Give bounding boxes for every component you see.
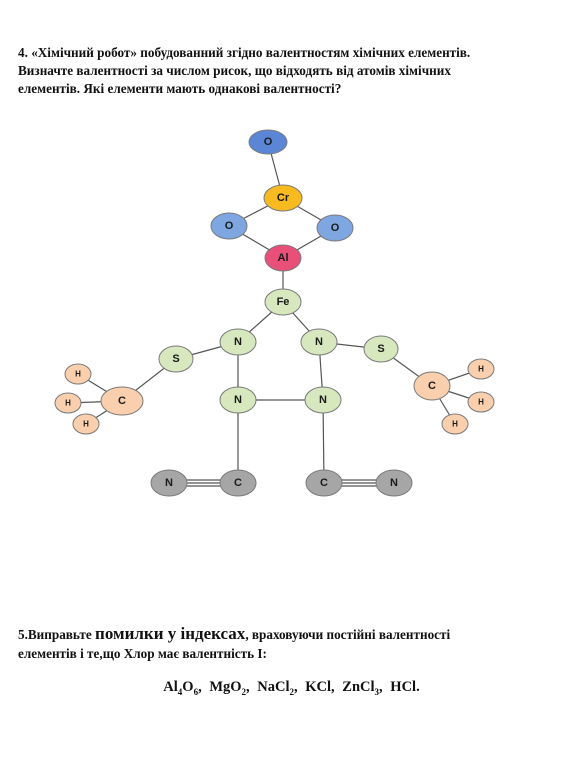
- atom-label: N: [234, 336, 242, 348]
- atom-shape: [264, 288, 302, 316]
- atom-h_r3: H: [441, 413, 469, 435]
- atom-s_left: S: [158, 345, 194, 373]
- atom-h_l2: H: [54, 392, 82, 414]
- atom-label: C: [428, 380, 436, 392]
- atom-c_left: C: [100, 386, 144, 416]
- formula-list: Al4O6, MgO2, NaCl2, KCl, ZnCl3, HCl.: [0, 679, 583, 697]
- atom-label: N: [319, 394, 327, 406]
- bond-n4-c6: [322, 399, 325, 484]
- formula-5: ZnCl3,: [342, 679, 383, 697]
- atom-label: N: [390, 477, 398, 489]
- atom-shape: [64, 363, 92, 385]
- atom-shape: [264, 244, 302, 272]
- atom-shape: [210, 212, 248, 240]
- formula-4: KCl,: [305, 679, 335, 695]
- task-5-line-1: 5.Виправьте помилки у індексах, враховую…: [18, 624, 578, 644]
- atom-cr: Cr: [263, 184, 303, 212]
- atom-shape: [219, 328, 257, 356]
- atom-shape: [100, 386, 144, 416]
- atom-shape: [54, 392, 82, 414]
- formula-index: 2: [289, 686, 295, 697]
- task-5-emphasis: помилки у індексах: [95, 624, 246, 643]
- atom-c6: C: [305, 469, 343, 497]
- task-4-line-1: 4. «Хімічний робот» побудованний згідно …: [18, 45, 471, 60]
- atom-label: H: [65, 399, 71, 408]
- atom-label: N: [234, 394, 242, 406]
- atom-shape: [304, 386, 342, 414]
- atom-al: Al: [264, 244, 302, 272]
- formula-3: NaCl2,: [257, 679, 298, 697]
- formula-2: MgO2,: [209, 679, 250, 697]
- atom-label: Fe: [277, 296, 290, 308]
- task-4-line-3: елементів. Які елементи мають однакові в…: [18, 81, 342, 96]
- task-5-suffix: , враховуючи постійні валентності: [245, 627, 451, 642]
- atom-n5: N: [150, 469, 188, 497]
- atom-fe: Fe: [264, 288, 302, 316]
- atom-label: H: [83, 420, 89, 429]
- atom-label: O: [264, 136, 273, 148]
- formula-6: HCl.: [390, 679, 420, 695]
- atom-label: H: [478, 365, 484, 374]
- atom-label: H: [452, 420, 458, 429]
- atom-shape: [219, 469, 257, 497]
- atom-shape: [375, 469, 413, 497]
- atom-o_right: O: [316, 214, 354, 242]
- task-4: 4. «Хімічний робот» побудованний згідно …: [18, 44, 578, 98]
- atom-c_right: C: [413, 371, 451, 401]
- atom-o_left: O: [210, 212, 248, 240]
- atom-shape: [413, 371, 451, 401]
- formula-index: 6: [193, 686, 199, 697]
- atom-shape: [72, 413, 100, 435]
- atom-label: O: [225, 220, 234, 232]
- atom-label: C: [118, 395, 126, 407]
- atom-label: C: [320, 477, 328, 489]
- atom-h_r1: H: [467, 358, 495, 380]
- atom-shape: [467, 358, 495, 380]
- formula-index: 2: [241, 686, 247, 697]
- atom-n2: N: [300, 328, 338, 356]
- atom-label: S: [377, 343, 384, 355]
- task-4-line-2: Визначте валентності за числом рисок, що…: [18, 63, 451, 78]
- atom-label: Cr: [277, 192, 290, 204]
- atom-shape: [219, 386, 257, 414]
- atom-shape: [300, 328, 338, 356]
- formula-1: Al4O6,: [163, 679, 202, 697]
- atom-label: C: [234, 477, 242, 489]
- atom-h_l3: H: [72, 413, 100, 435]
- atom-n6: N: [375, 469, 413, 497]
- atom-label: N: [165, 477, 173, 489]
- atom-h_l1: H: [64, 363, 92, 385]
- atom-label: S: [172, 353, 179, 365]
- atom-shape: [441, 413, 469, 435]
- atom-shape: [305, 469, 343, 497]
- atom-h_r2: H: [467, 391, 495, 413]
- atom-shape: [363, 335, 399, 363]
- atom-o_top: O: [248, 129, 288, 155]
- atom-n3: N: [219, 386, 257, 414]
- atom-n4: N: [304, 386, 342, 414]
- task-5-prefix: 5.Виправьте: [18, 627, 96, 642]
- task-5-line-2: елементів і те,що Хлор має валентність І…: [18, 646, 267, 661]
- atom-label: Al: [278, 252, 289, 264]
- formula-index: 3: [374, 686, 380, 697]
- atom-n1: N: [219, 328, 257, 356]
- atom-shape: [248, 129, 288, 155]
- atom-shape: [158, 345, 194, 373]
- atom-shape: [150, 469, 188, 497]
- task-5: 5.Виправьте помилки у індексах, враховую…: [18, 624, 578, 663]
- atom-shape: [316, 214, 354, 242]
- atom-shape: [467, 391, 495, 413]
- atom-label: O: [331, 222, 340, 234]
- atom-shape: [263, 184, 303, 212]
- atom-label: N: [315, 336, 323, 348]
- atom-c5: C: [219, 469, 257, 497]
- atom-label: H: [478, 398, 484, 407]
- formula-index: 4: [177, 686, 183, 697]
- atom-label: H: [75, 370, 81, 379]
- atom-s_right: S: [363, 335, 399, 363]
